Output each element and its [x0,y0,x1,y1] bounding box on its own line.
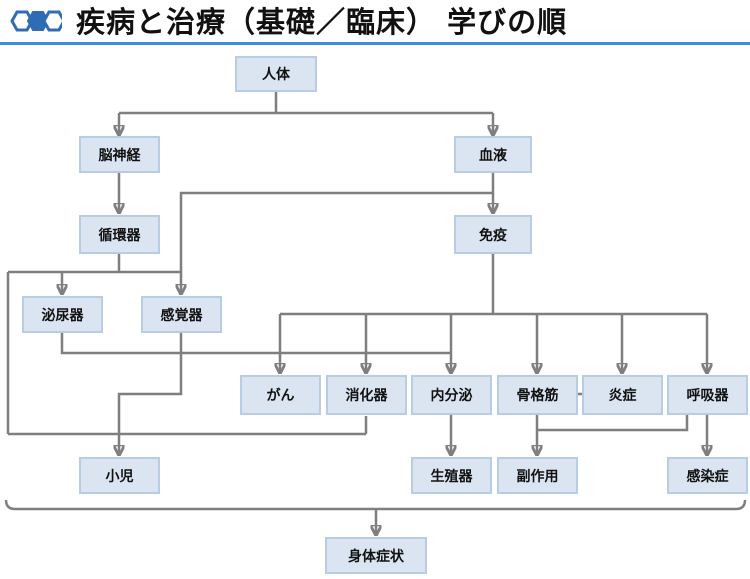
node-blood: 血液 [454,136,532,173]
node-inflammation: 炎症 [582,375,663,415]
edge-blood-sensory [181,191,493,294]
node-brain-nerves: 脳神経 [79,136,160,173]
title-underline [0,42,750,45]
edge-respiratory-side-effects [537,415,689,432]
node-respiratory: 呼吸器 [667,375,748,415]
node-reproductive: 生殖器 [411,457,492,494]
node-side-effects: 副作用 [497,457,578,494]
edge-sensory-pediatrics [119,333,183,455]
node-human-body: 人体 [235,56,317,92]
node-circulatory: 循環器 [79,215,160,254]
node-digestive: 消化器 [326,375,407,415]
edge-all-symptoms-bracket [4,499,747,511]
page-title: 疾病と治療（基礎／臨床） 学びの順 [76,5,568,39]
node-symptoms: 身体症状 [325,537,427,574]
node-musculoskeletal: 骨格筋 [497,375,578,415]
hexagon-logo-icon [10,10,62,32]
node-sensory: 感覚器 [141,296,222,333]
node-cancer: がん [240,375,321,415]
node-pediatrics: 小児 [79,457,160,494]
edge-urinary-endocrine [60,333,451,355]
node-immunity: 免疫 [454,215,532,254]
node-infection: 感染症 [667,457,748,494]
node-urinary: 泌尿器 [22,296,103,333]
node-endocrine: 内分泌 [411,375,492,415]
